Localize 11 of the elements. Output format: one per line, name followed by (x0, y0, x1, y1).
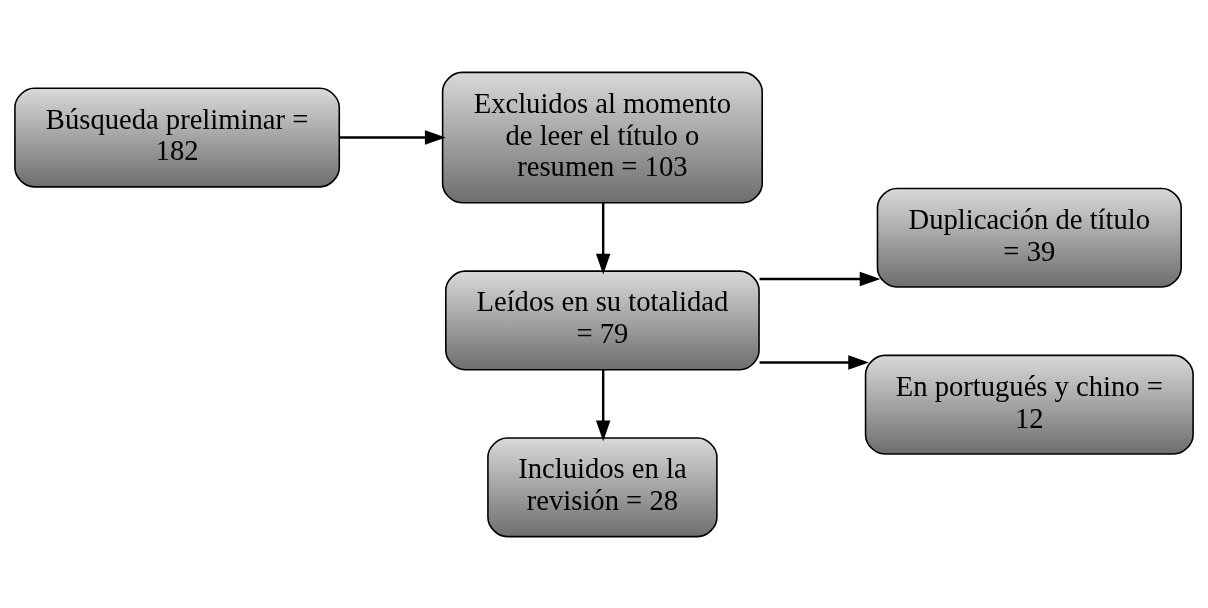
arrow (595, 369, 611, 441)
arrow (759, 271, 881, 286)
arrow (759, 354, 869, 370)
node-box: En portugués y chino = 12 (864, 354, 1194, 455)
arrow (339, 129, 446, 145)
node-box: Incluidos en la revisión = 28 (487, 436, 718, 537)
arrow (595, 202, 611, 274)
node-box: Duplicación de título = 39 (876, 187, 1182, 288)
node-box: Búsqueda preliminar = 182 (14, 86, 341, 188)
node-box: Leídos en su totalidad = 79 (445, 269, 760, 370)
node-box: Excluidos al momento de leer el título o resumen = 103 (441, 71, 763, 204)
